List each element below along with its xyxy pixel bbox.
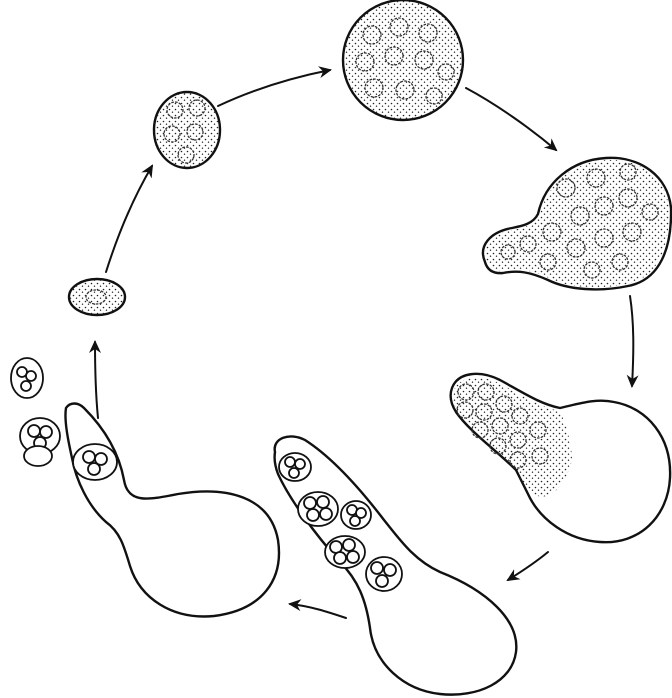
stage-discharging-sporangium <box>451 374 671 542</box>
stage-emptied-sporangium <box>11 358 279 616</box>
released-spore-3 <box>24 446 52 466</box>
spore-group-2 <box>298 492 338 526</box>
spore-group-1 <box>279 453 311 481</box>
arrow-beak-to-discharging <box>630 296 633 386</box>
stage-elongated-sporangium <box>275 436 517 694</box>
arrow-elongated-to-emptied <box>290 604 346 618</box>
spore-group-4 <box>325 536 365 568</box>
spore-group-3 <box>341 501 371 529</box>
arrow-emptied-to-spore <box>95 342 98 418</box>
stage-mature-sporangium <box>343 0 463 120</box>
arrow-mature-to-beak <box>466 88 556 150</box>
retained-spore <box>73 444 117 480</box>
arrow-young-cell-to-mature <box>218 70 330 106</box>
stage-young-cell <box>154 92 220 168</box>
stage-sporangium-with-beak <box>483 158 671 290</box>
spore-group-5 <box>366 557 402 591</box>
arrow-discharging-to-elongated <box>508 552 548 580</box>
released-spore-1 <box>11 358 43 398</box>
stage-spore <box>69 279 125 315</box>
arrow-spore-to-young-cell <box>106 166 152 272</box>
